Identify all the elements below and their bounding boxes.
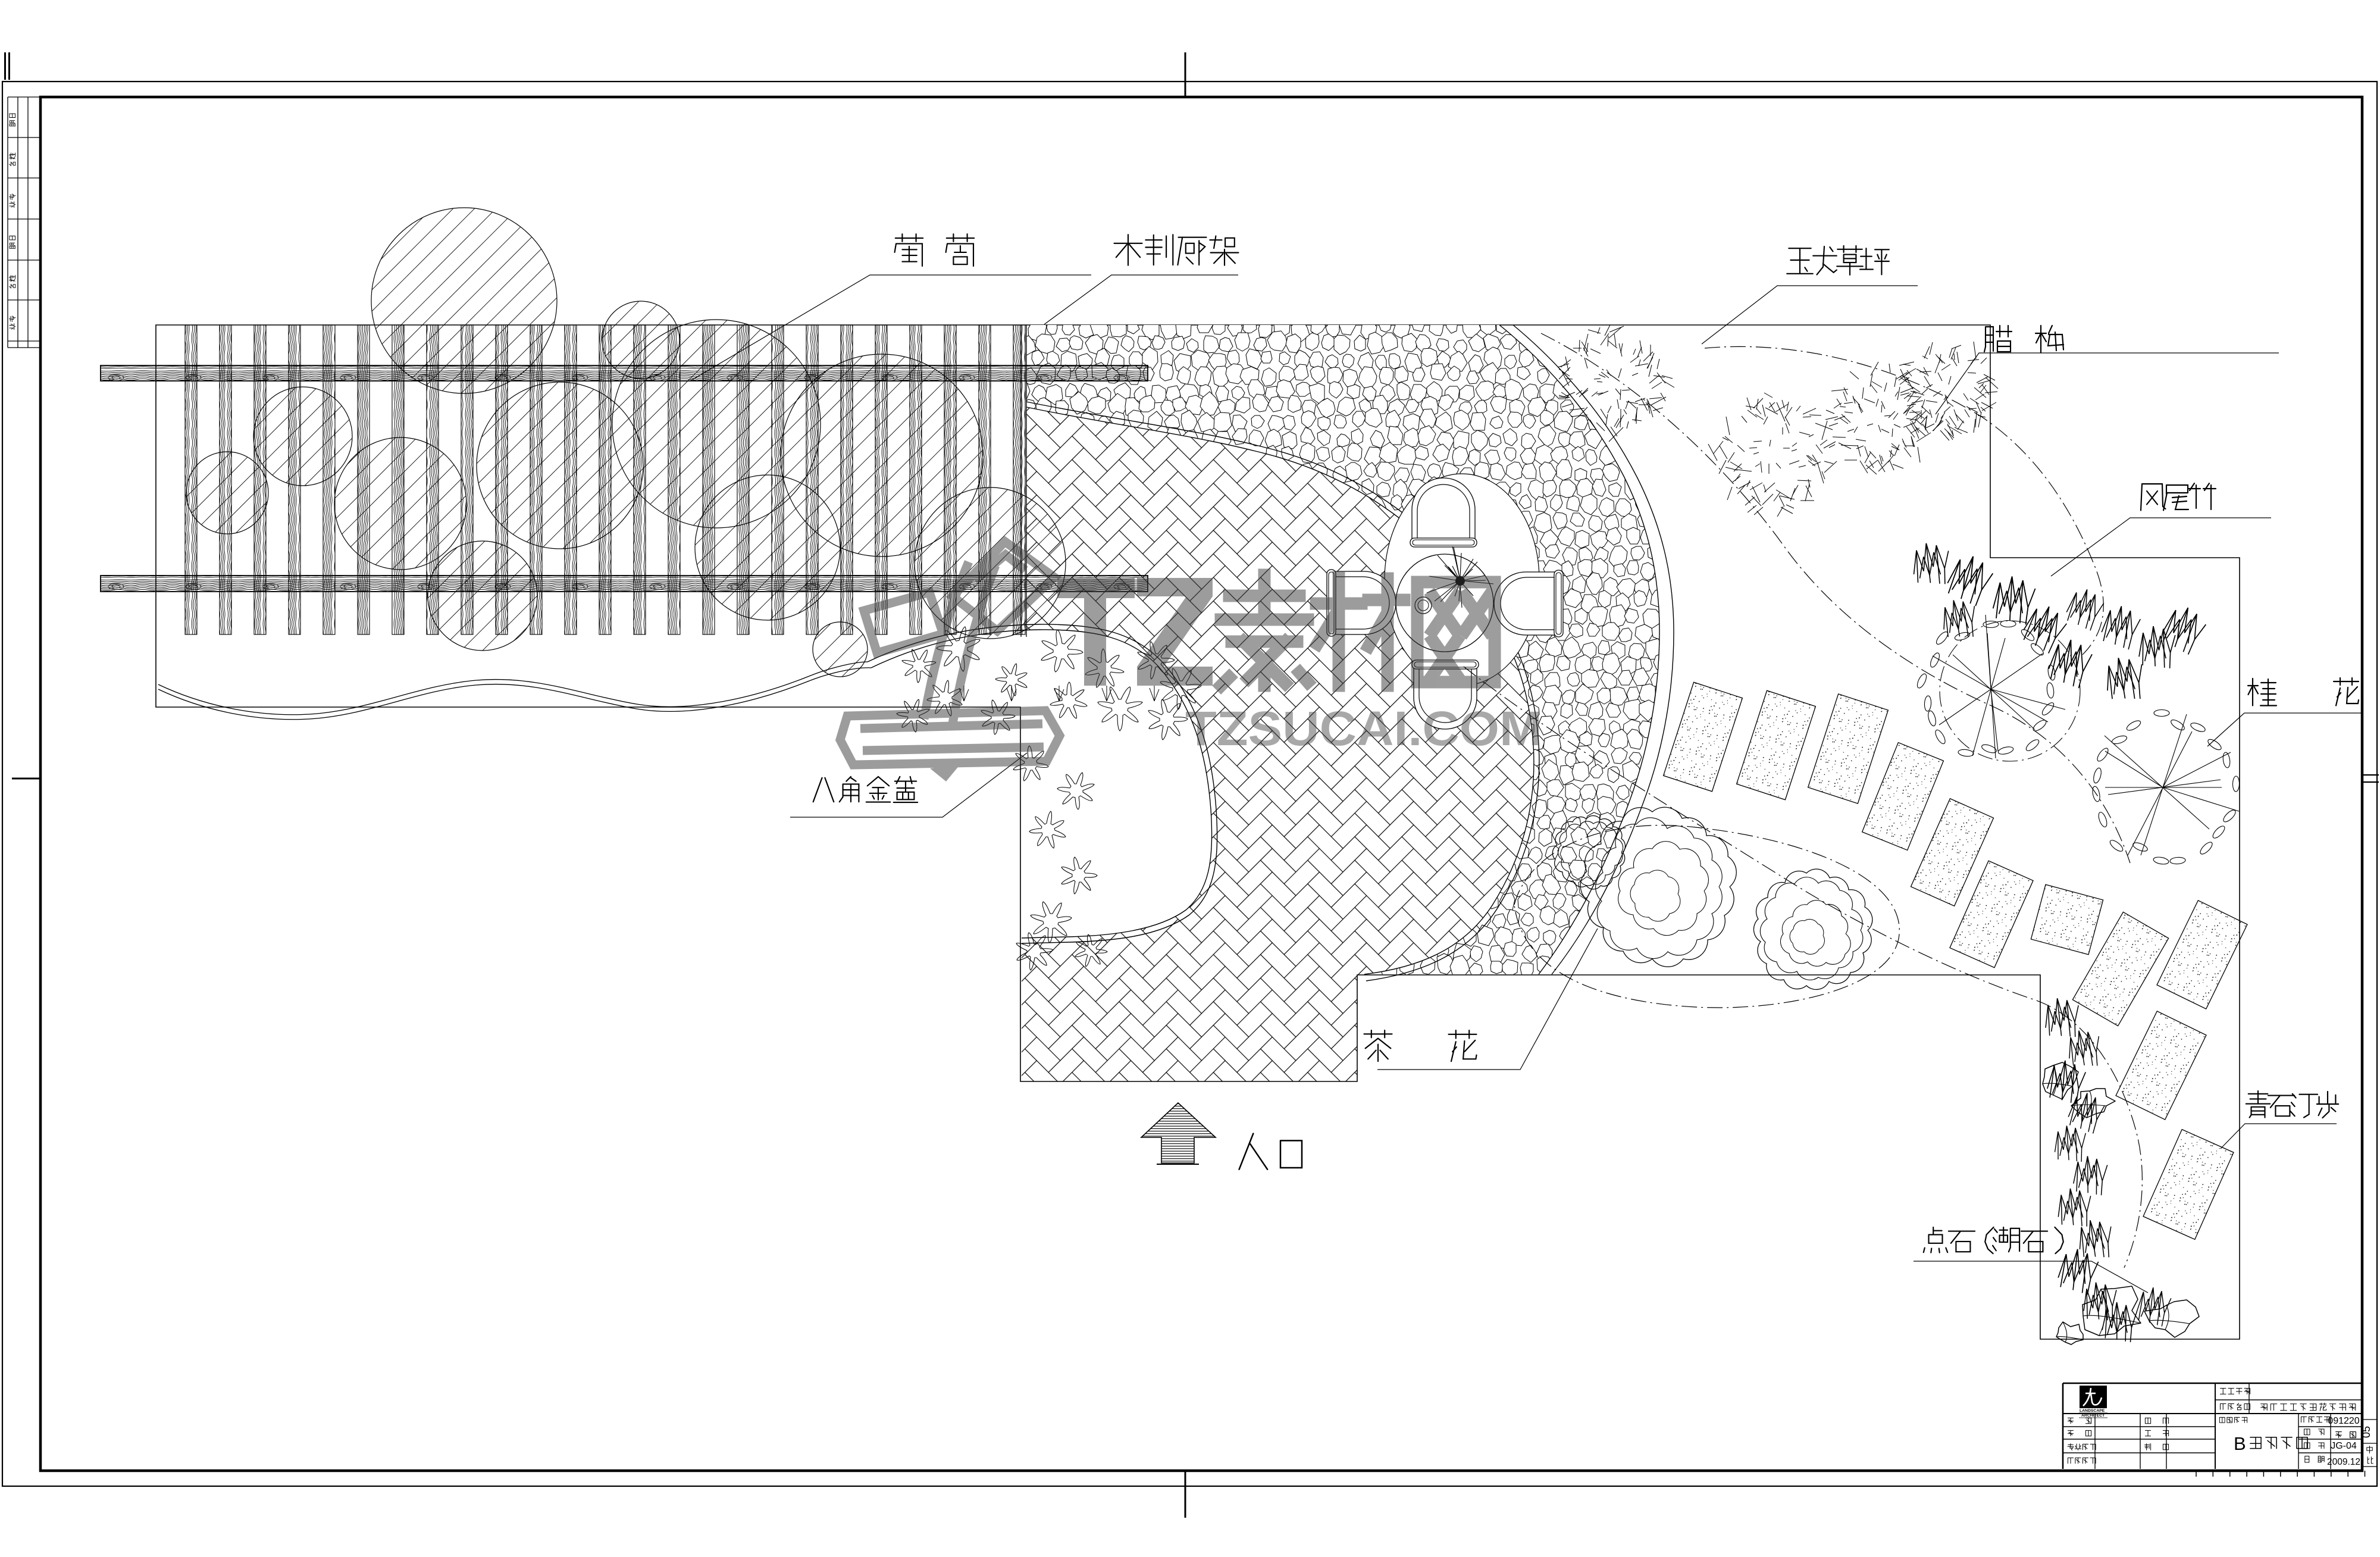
svg-text:ARCHITECT: ARCHITECT [2081, 1414, 2105, 1418]
svg-text:JG-04: JG-04 [2331, 1441, 2357, 1451]
svg-text:2009.12: 2009.12 [2327, 1457, 2360, 1467]
svg-text:LANDSCAPE: LANDSCAPE [2080, 1409, 2105, 1413]
svg-text:TZSUCAI.COM: TZSUCAI.COM [1185, 702, 1542, 756]
svg-text:05: 05 [2360, 1426, 2372, 1438]
svg-text:091220: 091220 [2328, 1416, 2359, 1426]
svg-text:B: B [2234, 1433, 2246, 1454]
